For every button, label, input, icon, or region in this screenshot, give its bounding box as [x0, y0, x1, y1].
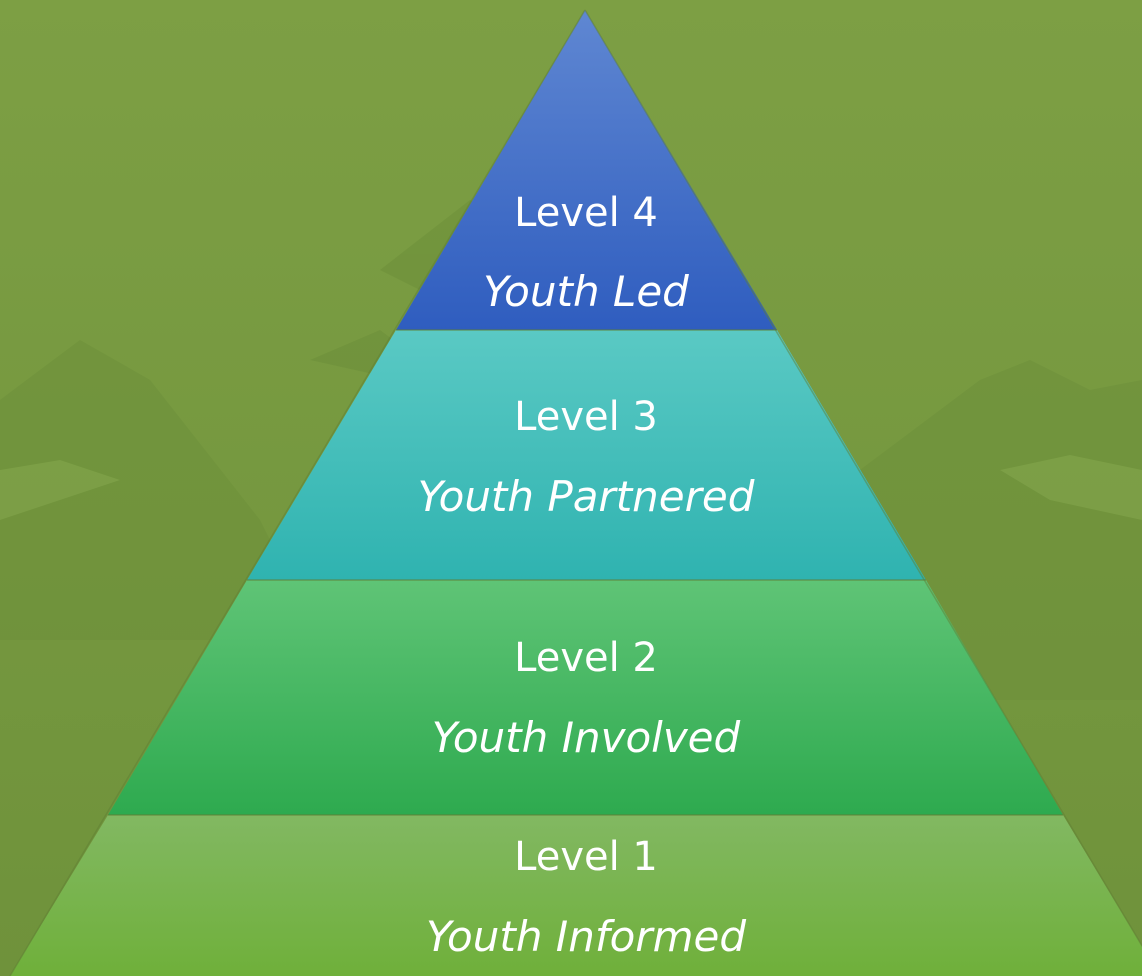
- pyramid-outline: [9, 9, 1142, 976]
- tier-3-level-label: Level 3: [514, 394, 658, 440]
- tier-separators: [108, 329, 1063, 816]
- tier-level-3: [247, 330, 926, 580]
- tier-2-name-label: Youth Involved: [432, 713, 741, 762]
- tier-level-2: [108, 580, 1063, 815]
- tier-level-1: [10, 815, 1142, 976]
- tier-4-name-label: Youth Led: [483, 267, 689, 316]
- mountain-snow: [0, 455, 1142, 520]
- tier-4-level-label: Level 4: [514, 190, 658, 236]
- tier-1-name-label: Youth Informed: [426, 912, 746, 961]
- tier-level-4: [396, 10, 777, 330]
- tier-2-level-label: Level 2: [514, 635, 658, 681]
- tier-1-level-label: Level 1: [514, 834, 658, 880]
- tier-3-name-label: Youth Partnered: [418, 472, 755, 521]
